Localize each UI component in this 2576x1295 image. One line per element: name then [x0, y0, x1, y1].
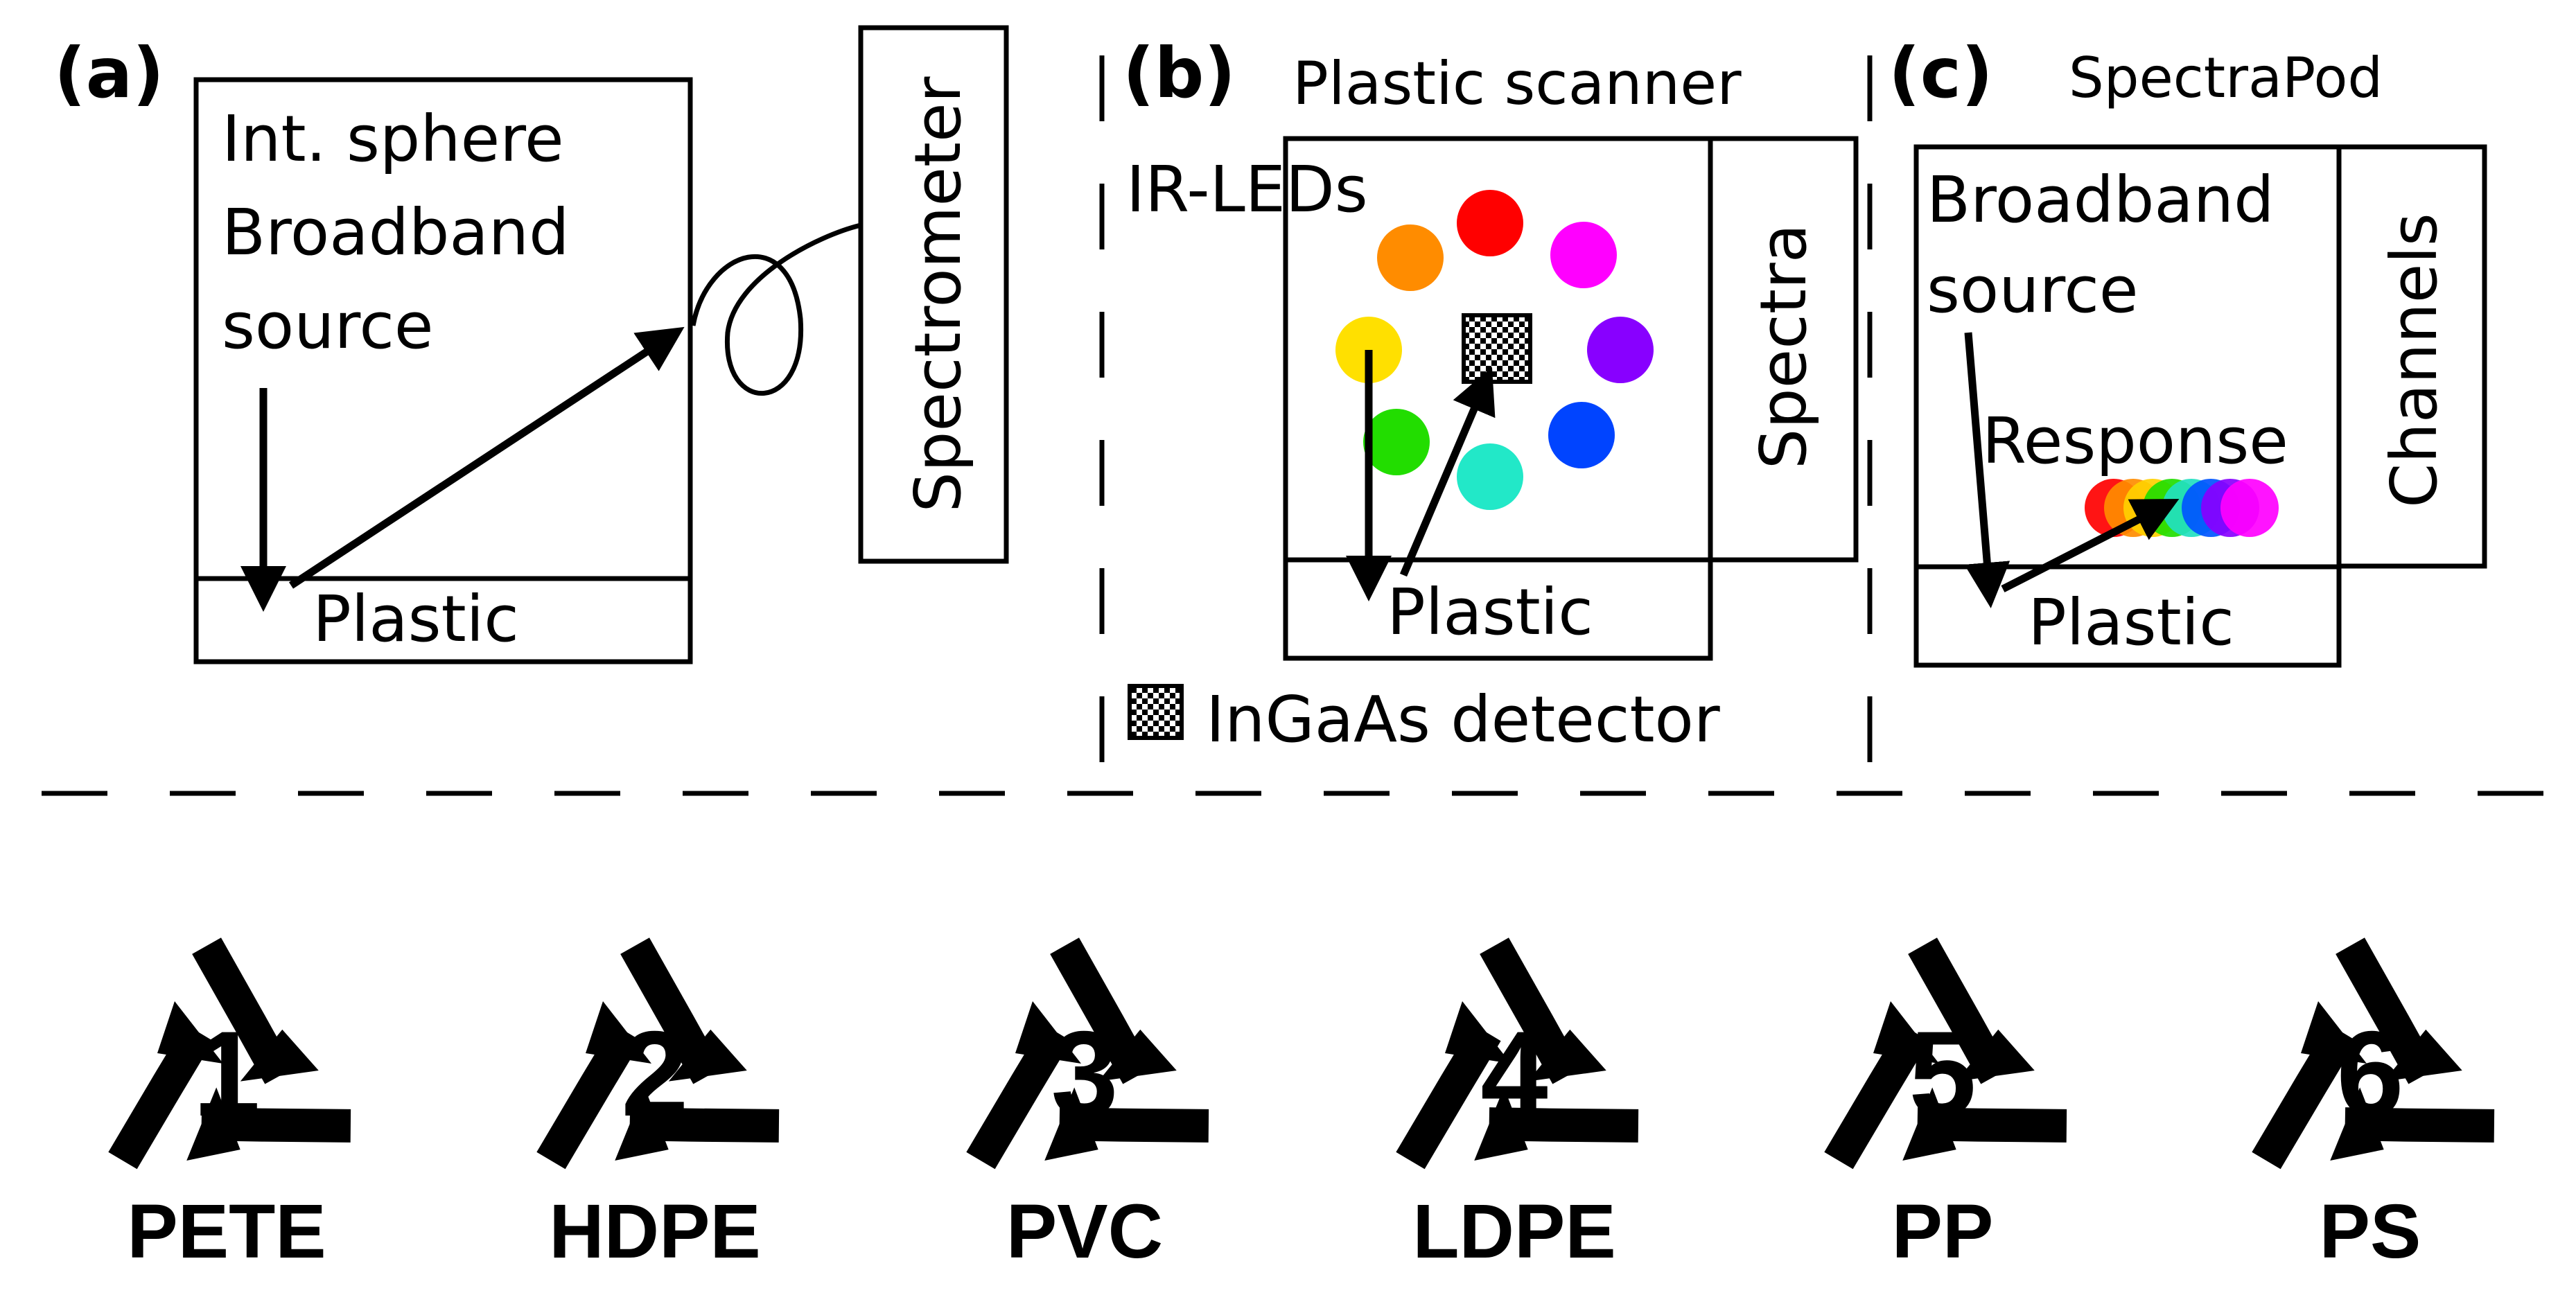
sphere-label-line1: Int. sphere: [222, 102, 564, 176]
ir-led-5: [1457, 443, 1523, 510]
source-label-line1: Broadband: [1927, 163, 2274, 237]
plastic-label-c: Plastic: [2028, 585, 2234, 660]
panel-a: (a) Int. sphere Broadband source Plastic…: [54, 25, 1009, 664]
resin-number: 6: [2336, 1007, 2403, 1142]
spectrometer-box: [858, 25, 1009, 564]
resin-name: PVC: [1006, 1189, 1163, 1274]
resin-number: 5: [1909, 1007, 1976, 1142]
ir-led-6: [1548, 402, 1615, 468]
response-label: Response: [1982, 404, 2288, 478]
reflection-arrow-a: [288, 326, 685, 589]
sphere-label-line3: source: [222, 289, 434, 363]
resin-code-5: 5PP: [1839, 946, 2067, 1274]
resin-number: 1: [193, 1007, 260, 1142]
fiber-loop: [690, 222, 861, 396]
ir-led-4: [1363, 409, 1430, 475]
resin-number: 4: [1480, 1007, 1548, 1142]
channels-box: [2336, 144, 2487, 569]
plastic-box-b: [1283, 557, 1713, 661]
resin-name: LDPE: [1412, 1189, 1615, 1274]
sphere-label-line2: Broadband: [222, 195, 569, 270]
resin-name: HDPE: [549, 1189, 761, 1274]
resin-code-6: 6PS: [2266, 946, 2494, 1274]
led-ring: [1335, 190, 1654, 510]
panel-b: (b) Plastic scanner Spectra Plastic IR-L…: [1123, 33, 1859, 757]
panel-a-label: (a): [54, 33, 164, 114]
panel-b-title: Plastic scanner: [1293, 49, 1742, 118]
spectra-box: [1708, 136, 1859, 563]
resin-name: PETE: [127, 1189, 326, 1274]
ir-led-8: [1550, 222, 1617, 288]
resin-name: PP: [1892, 1189, 1994, 1274]
ir-leds-label: IR-LEDs: [1126, 152, 1368, 227]
detector-legend-icon: [1128, 684, 1184, 740]
spectrometer-label: Spectrometer: [901, 76, 975, 512]
channels-label: Channels: [2377, 213, 2451, 508]
resin-number: 3: [1051, 1007, 1118, 1142]
ingaas-detector: [1462, 313, 1532, 384]
ir-led-2: [1377, 224, 1444, 291]
channel-dot-8: [2220, 479, 2279, 537]
plastic-label-a: Plastic: [313, 582, 519, 656]
detector-legend-label: InGaAs detector: [1206, 682, 1720, 757]
plastic-to-detector-arrow: [1399, 367, 1496, 577]
resin-name: PS: [2320, 1189, 2421, 1274]
panel-c: (c) SpectraPod Channels Plastic Broadban…: [1889, 33, 2487, 668]
plastic-label-b: Plastic: [1387, 575, 1593, 649]
plastic-box-a: [193, 576, 693, 664]
ir-led-7: [1587, 317, 1654, 383]
panel-c-title: SpectraPod: [2069, 46, 2383, 110]
spectra-label: Spectra: [1746, 224, 1821, 469]
plastic-box-c: [1913, 564, 2342, 668]
panel-b-label: (b): [1123, 33, 1236, 114]
response-arrow-c: [2001, 498, 2180, 592]
panel-c-label: (c): [1889, 33, 1993, 114]
ir-led-1: [1457, 190, 1523, 256]
resin-number: 2: [621, 1007, 688, 1142]
source-label-line2: source: [1927, 253, 2139, 327]
source-arrow-c: [1964, 332, 2010, 608]
